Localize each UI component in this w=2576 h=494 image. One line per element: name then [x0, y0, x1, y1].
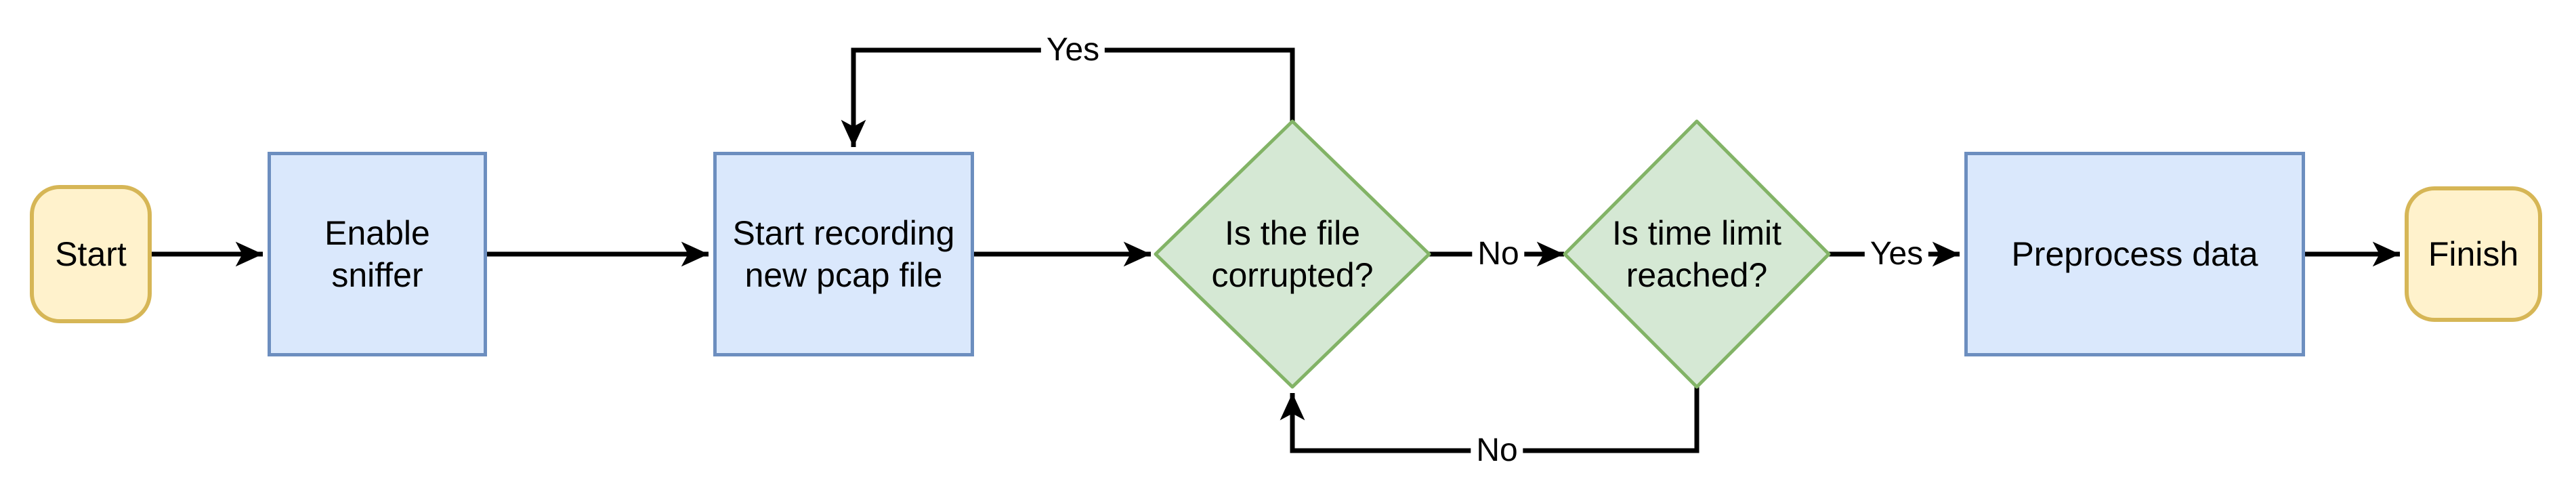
edge-label-timelimit-yes: Yes: [1864, 236, 1929, 272]
decision-time-limit-label: Is time limit reached?: [1612, 214, 1781, 294]
node-preprocess-data: Preprocess data: [1964, 152, 2305, 356]
decision-file-corrupted-shape: [1154, 119, 1431, 389]
node-start-recording-label: Start recording new pcap file: [732, 214, 955, 294]
node-start-recording: Start recording new pcap file: [713, 152, 974, 356]
edge-label-corrupted-no: No: [1472, 236, 1525, 272]
decision-file-corrupted-label: Is the file corrupted?: [1211, 214, 1374, 294]
edge-label-timelimit-no: No: [1471, 433, 1523, 468]
node-enable-sniffer: Enable sniffer: [268, 152, 487, 356]
edge-label-corrupted-yes: Yes: [1040, 33, 1105, 68]
node-enable-sniffer-label: Enable sniffer: [324, 214, 430, 294]
node-start-label: Start: [55, 235, 127, 273]
node-start: Start: [30, 185, 152, 323]
decision-time-limit-shape: [1563, 119, 1831, 389]
node-finish: Finish: [2405, 186, 2542, 322]
node-preprocess-data-label: Preprocess data: [2011, 235, 2258, 273]
node-finish-label: Finish: [2428, 235, 2519, 273]
